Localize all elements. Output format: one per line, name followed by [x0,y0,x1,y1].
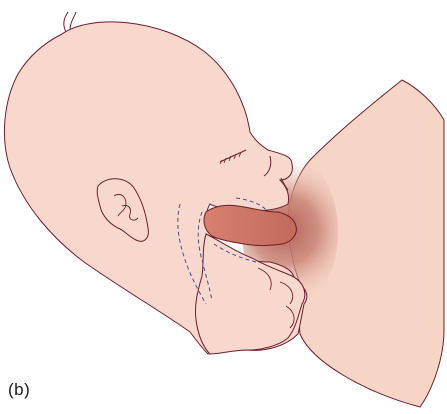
panel-label: (b) [8,380,30,400]
baby [4,12,306,354]
hair-strand-1 [64,12,68,32]
